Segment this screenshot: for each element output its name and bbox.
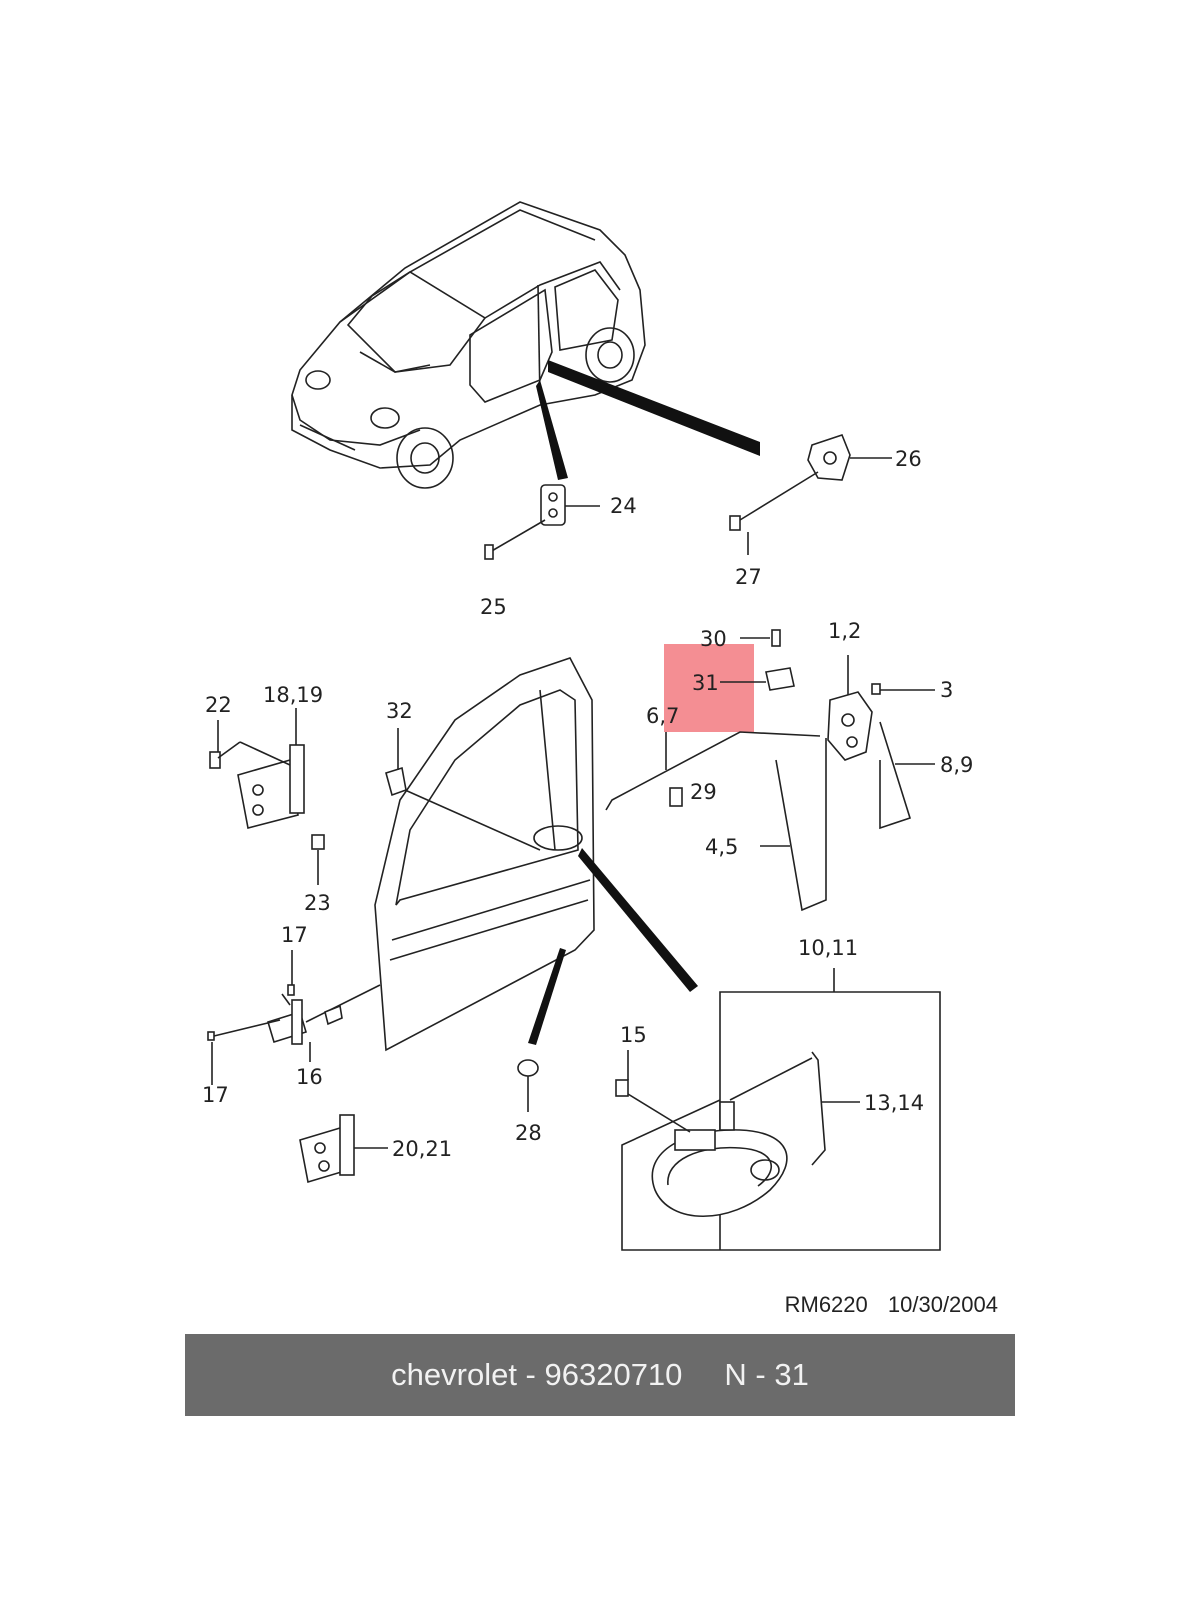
callout-28: 28 bbox=[515, 1121, 542, 1145]
callout-25: 25 bbox=[480, 595, 507, 619]
leader-wedge bbox=[578, 848, 698, 992]
outside-handle-assembly bbox=[615, 968, 941, 1251]
callout-27: 27 bbox=[735, 565, 762, 589]
callout-22: 22 bbox=[205, 693, 232, 717]
callout-30: 30 bbox=[700, 627, 727, 651]
lower-hinge-part bbox=[299, 1114, 388, 1184]
highlight-box bbox=[664, 644, 754, 732]
car-illustration bbox=[291, 201, 646, 489]
drawing-reference: RM6220 10/30/2004 bbox=[785, 1292, 998, 1318]
caption-part-number: chevrolet - 96320710 bbox=[391, 1357, 683, 1392]
callout-23: 23 bbox=[304, 891, 331, 915]
lock-rod-clip-parts bbox=[720, 629, 795, 691]
door-check-16 bbox=[207, 950, 381, 1085]
striker-part bbox=[484, 484, 600, 560]
caption-page: N - 31 bbox=[724, 1357, 809, 1392]
lock-rods bbox=[605, 731, 827, 912]
callout-3: 3 bbox=[940, 678, 953, 702]
callout-6-7: 6,7 bbox=[646, 704, 679, 728]
callout-13-14: 13,14 bbox=[864, 1091, 924, 1115]
callout-1-2: 1,2 bbox=[828, 619, 861, 643]
callout-16: 16 bbox=[296, 1065, 323, 1089]
callout-17-top: 17 bbox=[281, 923, 308, 947]
callout-4-5: 4,5 bbox=[705, 835, 738, 859]
leader-wedge bbox=[548, 360, 760, 456]
upper-hinge-part bbox=[209, 708, 325, 885]
callout-24: 24 bbox=[610, 494, 637, 518]
leader-wedge bbox=[536, 380, 568, 480]
door-lock-part bbox=[827, 655, 935, 830]
callout-10-11: 10,11 bbox=[798, 936, 858, 960]
callout-31: 31 bbox=[692, 671, 719, 695]
front-door bbox=[374, 657, 595, 1052]
door-check-part bbox=[729, 434, 892, 555]
drawing-code: RM6220 bbox=[784, 1292, 868, 1317]
caption-bar: chevrolet - 96320710 N - 31 bbox=[185, 1334, 1015, 1416]
callout-20-21: 20,21 bbox=[392, 1137, 452, 1161]
plug-part-28 bbox=[517, 1059, 539, 1112]
door-part-32 bbox=[385, 728, 407, 797]
callout-8-9: 8,9 bbox=[940, 753, 973, 777]
callout-18-19: 18,19 bbox=[263, 683, 323, 707]
callout-17-bottom: 17 bbox=[202, 1083, 229, 1107]
callout-32: 32 bbox=[386, 699, 413, 723]
drawing-date: 10/30/2004 bbox=[887, 1292, 998, 1317]
callout-15: 15 bbox=[620, 1023, 647, 1047]
callout-26: 26 bbox=[895, 447, 922, 471]
callout-29: 29 bbox=[690, 780, 717, 804]
leader-wedge bbox=[528, 948, 566, 1045]
